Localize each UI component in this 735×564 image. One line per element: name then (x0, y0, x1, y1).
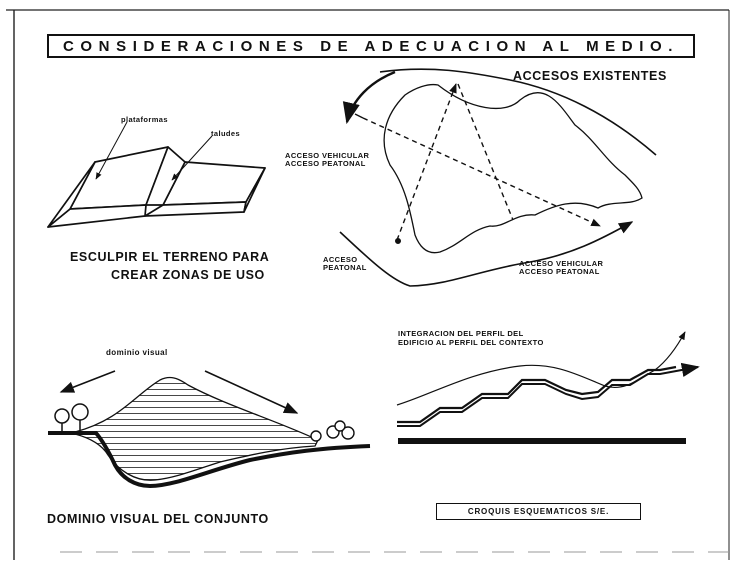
terrain-caption-line2: CREAR ZONAS DE USO (111, 268, 265, 282)
access-bottom-right-line1: ACCESO VEHICULAR (519, 259, 604, 268)
access-bottom-left-line1: ACCESO (323, 255, 358, 264)
access-left-line2: ACCESO PEATONAL (285, 159, 366, 168)
access-bottom-right-line2: ACCESO PEATONAL (519, 267, 600, 276)
visual-domain-caption: DOMINIO VISUAL DEL CONJUNTO (47, 512, 269, 526)
slope-pointer (171, 135, 213, 181)
access-heading: ACCESOS EXISTENTES (513, 69, 667, 83)
stamp-box: CROQUIS ESQUEMATICOS S/E. (436, 503, 641, 520)
platform-pointer (95, 121, 128, 180)
profile-heading-line2: EDIFICIO AL PERFIL DEL CONTEXTO (398, 338, 544, 347)
stamp-label: CROQUIS ESQUEMATICOS S/E. (467, 507, 610, 516)
slopes-label: taludes (211, 129, 241, 138)
access-left-line1: ACCESO VEHICULAR (285, 151, 370, 160)
terrain-caption-line1: ESCULPIR EL TERRENO PARA (70, 250, 270, 264)
sheet-frame (6, 9, 730, 560)
profile-heading-line1: INTEGRACION DEL PERFIL DEL (398, 329, 524, 338)
platforms-label: plataformas (121, 115, 168, 124)
visual-domain-label: dominio visual (106, 348, 168, 357)
access-bottom-left-line2: PEATONAL (323, 263, 367, 272)
visual-domain-sketch (48, 370, 371, 489)
profile-sketch (396, 331, 700, 444)
access-sketch (339, 68, 657, 287)
platform-block (47, 146, 266, 228)
page-title: CONSIDERACIONES DE ADECUACION AL MEDIO. (62, 38, 680, 55)
title-box: CONSIDERACIONES DE ADECUACION AL MEDIO. (47, 34, 695, 58)
